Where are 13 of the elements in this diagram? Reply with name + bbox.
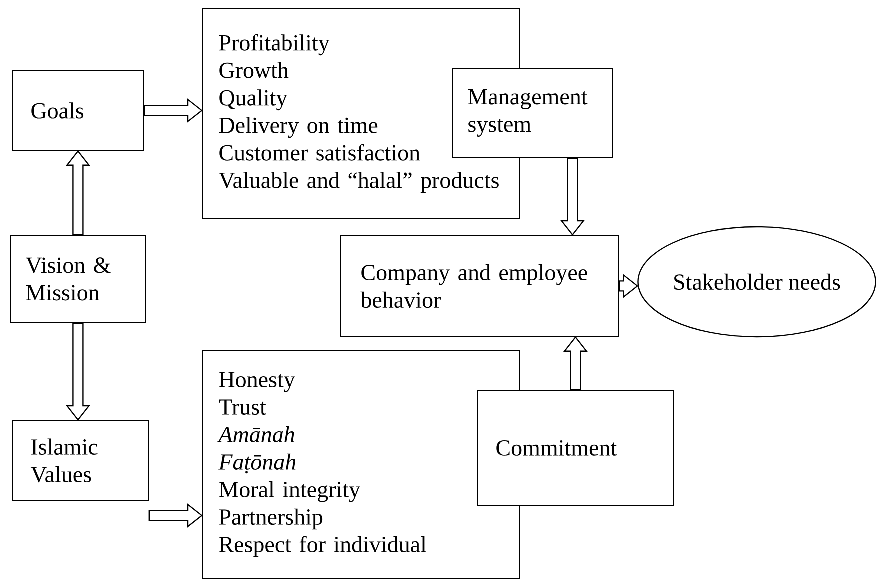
block-arrow: [618, 274, 639, 298]
block-arrow: [66, 322, 90, 421]
text-box: Islamic Values: [12, 420, 150, 502]
block-arrow: [144, 98, 203, 123]
text-box: Commitment: [477, 390, 674, 506]
text-box: Goals: [12, 70, 144, 152]
block-arrow: [148, 503, 203, 528]
text-box: Vision & Mission: [10, 235, 146, 324]
block-arrow: [560, 158, 585, 236]
text-box: Company and employee behavior: [340, 235, 620, 338]
block-arrow: [66, 150, 90, 236]
text-box: Management system: [452, 68, 614, 158]
block-arrow: [563, 336, 588, 391]
